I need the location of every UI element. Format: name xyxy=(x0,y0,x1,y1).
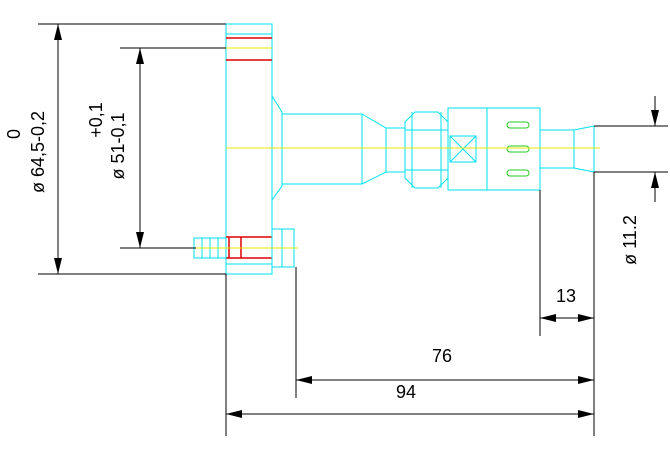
outer-diameter-tolerance: 0 xyxy=(4,129,24,139)
length-13-label: 13 xyxy=(556,286,576,306)
nozzle-body xyxy=(447,107,541,191)
hex-nut xyxy=(404,111,449,189)
nozzle-slots xyxy=(506,121,530,177)
dim-outer-diameter xyxy=(38,23,226,275)
dim-inner-diameter xyxy=(120,47,226,249)
nozzle-tip xyxy=(539,125,595,173)
length-94-label: 94 xyxy=(396,382,416,402)
dim-tip-diameter xyxy=(594,96,668,202)
length-76-label: 76 xyxy=(432,346,452,366)
inner-diameter-tolerance: +0,1 xyxy=(86,102,106,138)
burner-tube xyxy=(281,113,405,185)
inner-diameter-label: ø 51-0,1 xyxy=(108,112,128,179)
dim-length-76 xyxy=(295,267,594,398)
dim-length-13 xyxy=(539,172,595,436)
tip-diameter-label: ø 11.2 xyxy=(620,215,640,265)
outer-diameter-label: ø 64,5-0,2 xyxy=(28,111,48,193)
dim-length-94 xyxy=(225,274,594,436)
